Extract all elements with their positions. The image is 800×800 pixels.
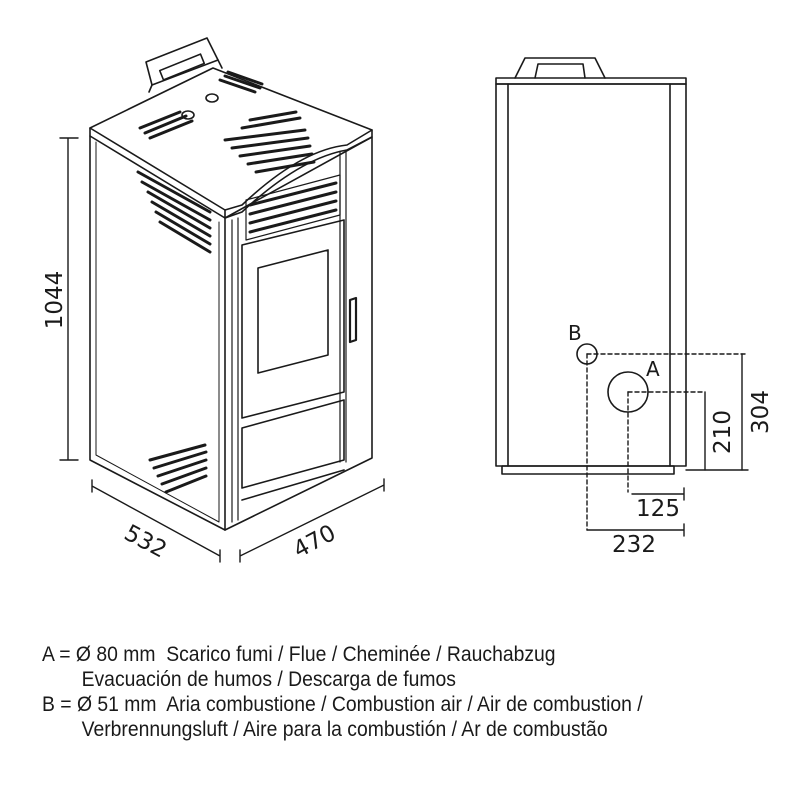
front-grille	[248, 181, 338, 234]
legend-equals-b: =	[54, 692, 77, 716]
side-view-body	[495, 83, 687, 467]
legend-text-a-line2: Evacuación de humos / Descarga de fumos	[81, 667, 456, 691]
stove-side-view	[495, 57, 687, 475]
top-vents	[138, 70, 316, 174]
connection-a-label: A	[646, 357, 660, 381]
b-height-dimension: 304	[748, 390, 774, 434]
legend-equals-a: =	[53, 642, 76, 666]
door-handle	[348, 296, 358, 344]
top-hole-1	[181, 110, 195, 120]
front-panel	[224, 136, 373, 531]
connection-a	[607, 371, 649, 413]
side-vents-upper	[136, 170, 212, 254]
a-height-dimension: 210	[710, 410, 736, 454]
side-view-handle	[514, 57, 606, 79]
perspective-dimension-lines	[59, 137, 385, 563]
top-plate	[89, 67, 373, 211]
legend-entry-b: B = Ø 51 mm Aria combustione / Combustio…	[42, 692, 708, 717]
legend-key-b: B	[42, 692, 55, 716]
b-offset-dimension-line	[586, 523, 685, 537]
ash-drawer	[241, 399, 345, 489]
reference-lines	[586, 353, 746, 531]
height-dimension-line	[59, 137, 79, 461]
legend-entry-a: A = Ø 80 mm Scarico fumi / Flue / Chemin…	[42, 642, 708, 667]
legend-text-b-line2: Verbrennungsluft / Aire para la combusti…	[81, 717, 608, 741]
side-view-base	[501, 465, 675, 475]
legend-text-a-line1: Ø 80 mm Scarico fumi / Flue / Cheminée /…	[75, 642, 556, 666]
stove-door	[241, 219, 345, 419]
top-hole-2	[205, 93, 219, 103]
depth-dimension: 532	[120, 520, 171, 564]
b-offset-dimension: 232	[612, 532, 656, 558]
height-dimension: 1044	[42, 271, 68, 330]
a-offset-dimension: 125	[636, 496, 680, 522]
legend-text-b-line1: Ø 51 mm Aria combustione / Combustion ai…	[76, 692, 643, 716]
stove-technical-drawing: 1044 532 470 304 210 125 232 A B	[42, 37, 774, 564]
stove-perspective-view	[89, 37, 373, 531]
width-dimension-line	[239, 478, 385, 563]
a-offset-dimension-line	[631, 487, 685, 501]
legend-key-a: A	[42, 642, 54, 666]
side-view-top	[495, 77, 687, 85]
legend: A = Ø 80 mm Scarico fumi / Flue / Chemin…	[42, 642, 708, 742]
side-panel	[89, 135, 226, 531]
depth-dimension-line	[91, 479, 221, 563]
connection-b-label: B	[568, 321, 582, 345]
width-dimension: 470	[289, 520, 340, 564]
door-glass	[257, 249, 329, 374]
side-vents-lower	[148, 443, 208, 494]
side-dimension-lines	[586, 353, 749, 537]
